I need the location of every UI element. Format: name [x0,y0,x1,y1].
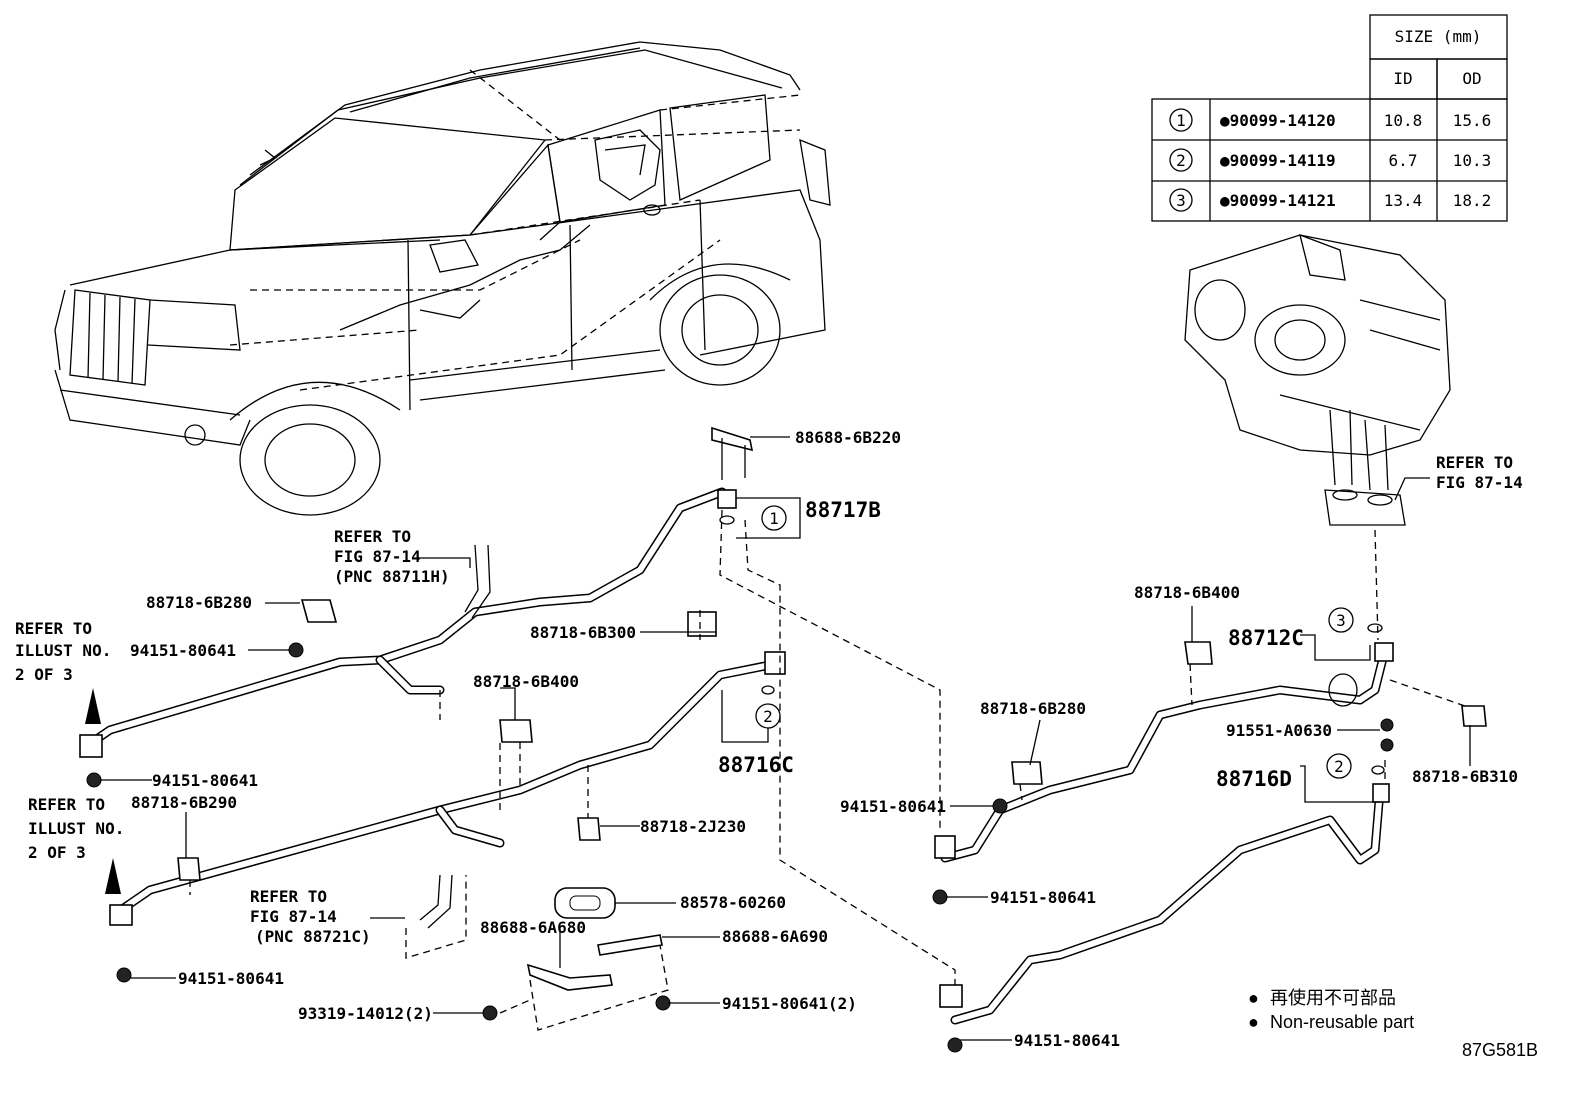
label-88717b: 88717B [805,498,881,522]
legend-bullet-2: ● [1248,1012,1259,1032]
row2-part: ●90099-14119 [1220,151,1336,170]
rear-ac-unit-illustration [1184,233,1451,526]
ref-fig-refer: REFER TO [1436,453,1513,472]
label-88716d: 88716D [1216,767,1292,791]
label-94151-80641-f: 94151-80641 [1014,1031,1120,1050]
label-88578-60260: 88578-60260 [680,893,786,912]
ref3-illust: ILLUST NO. [28,819,124,838]
callout-2a: 2 [763,707,773,726]
label-88718-6b400-a: 88718-6B400 [473,672,579,691]
label-88718-6b280-b: 88718-6B280 [980,699,1086,718]
label-88718-6b310: 88718-6B310 [1412,767,1518,786]
pipe-88716d [950,785,1385,1025]
ref1-fig: FIG 87-14 [334,547,421,566]
legend-japanese: 再使用不可部品 [1270,988,1396,1008]
label-94151-80641-2: 94151-80641(2) [722,994,857,1013]
label-94151-80641-c: 94151-80641 [178,969,284,988]
row3-mark: 3 [1176,191,1186,210]
label-88688-6b220: 88688-6B220 [795,428,901,447]
ref-fig-87-14: FIG 87-14 [1436,473,1523,492]
ref4-pnc: (PNC 88721C) [255,927,371,946]
size-header: SIZE (mm) [1395,27,1482,46]
ref3-refer: REFER TO [28,795,105,814]
ref2-refer: REFER TO [15,619,92,638]
row1-od: 15.6 [1453,111,1492,130]
vehicle-illustration [54,41,831,516]
label-91551-a0630: 91551-A0630 [1226,721,1332,740]
label-93319-14012: 93319-14012(2) [298,1004,433,1023]
legend: ● 再使用不可部品 ● Non-reusable part [1248,988,1414,1032]
legend-english: Non-reusable part [1270,1012,1414,1032]
label-88688-6a680: 88688-6A680 [480,918,586,937]
pipe-88717b [83,487,727,750]
label-94151-80641-e: 94151-80641 [990,888,1096,907]
label-88718-6b300: 88718-6B300 [530,623,636,642]
ref4-fig: FIG 87-14 [250,907,337,926]
label-88718-2j230: 88718-2J230 [640,817,746,836]
id-header: ID [1393,69,1412,88]
label-94151-80641-d: 94151-80641 [840,797,946,816]
size-table: SIZE (mm) ID OD 1 ●90099-14120 10.8 15.6… [1151,14,1508,222]
pipe-88712c [940,645,1390,863]
ref2-of: 2 OF 3 [15,665,73,684]
ref4-refer: REFER TO [250,887,327,906]
label-88718-6b290: 88718-6B290 [131,793,237,812]
legend-bullet-1: ● [1248,988,1259,1008]
row3-id: 13.4 [1384,191,1423,210]
od-header: OD [1462,69,1481,88]
row2-od: 10.3 [1453,151,1492,170]
label-88688-6a690: 88688-6A690 [722,927,828,946]
row3-od: 18.2 [1453,191,1492,210]
label-94151-80641-a: 94151-80641 [130,641,236,660]
ref1-refer: REFER TO [334,527,411,546]
ref3-of: 2 OF 3 [28,843,86,862]
callout-3: 3 [1336,611,1346,630]
row2-mark: 2 [1176,151,1186,170]
ref2-illust: ILLUST NO. [15,641,111,660]
label-88718-6b280-a: 88718-6B280 [146,593,252,612]
row1-id: 10.8 [1384,111,1423,130]
callout-2b: 2 [1334,757,1344,776]
label-88718-6b400-b: 88718-6B400 [1134,583,1240,602]
row2-id: 6.7 [1389,151,1418,170]
label-88712c: 88712C [1228,626,1304,650]
row3-part: ●90099-14121 [1220,191,1336,210]
callout-1: 1 [769,509,779,528]
row1-part: ●90099-14120 [1220,111,1336,130]
diagram-code: 87G581B [1462,1040,1538,1060]
label-94151-80641-b: 94151-80641 [152,771,258,790]
label-88716c: 88716C [718,753,794,777]
row1-mark: 1 [1176,111,1186,130]
ref1-pnc: (PNC 88711H) [334,567,450,586]
